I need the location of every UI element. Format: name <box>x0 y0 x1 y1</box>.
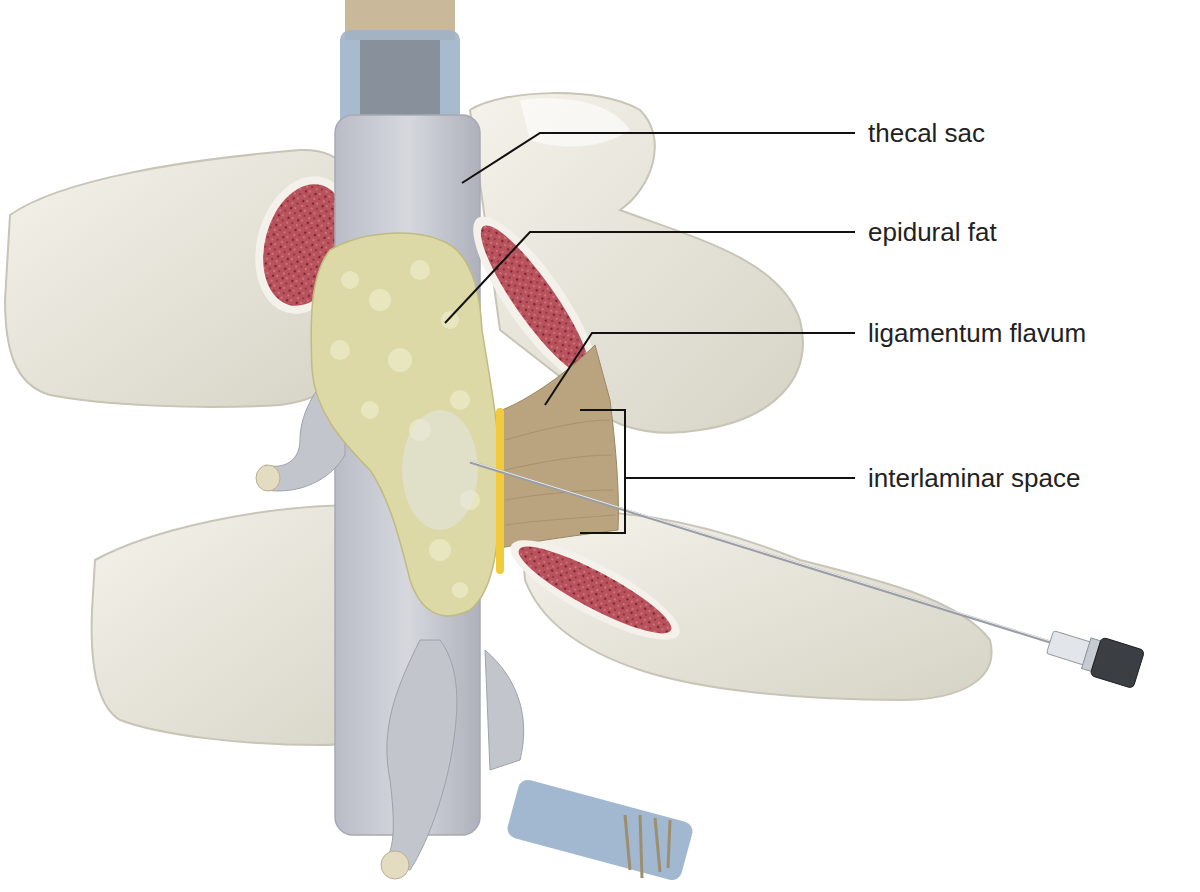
epidural-fat-part-part <box>341 271 359 289</box>
ligamentum-flavum-part <box>497 345 618 548</box>
epidural-fat-part-part <box>410 260 430 280</box>
nerve-roots-part <box>256 465 280 491</box>
leader-lines-part <box>625 477 855 479</box>
nerve-strands-part <box>668 820 670 868</box>
nerve-roots-part <box>381 851 409 879</box>
ligamentum-flavum-part <box>505 420 615 525</box>
leader-lines-part <box>445 232 855 323</box>
ligamentum-flavum-part-part <box>505 420 610 440</box>
epidural-fat-part-part <box>441 311 459 329</box>
leader-lines-part <box>580 410 625 533</box>
part-label: interlaminar space <box>868 463 1080 493</box>
needle <box>470 461 1145 689</box>
thecal-sac-part <box>505 778 694 883</box>
epidural-fat-part <box>311 233 500 616</box>
epidural-fat <box>311 233 500 616</box>
lower-lamina-cut <box>499 523 690 656</box>
ligamentum-flavum-part-part <box>505 455 612 470</box>
ligamentum-flavum-part-part <box>505 515 615 525</box>
part-label: thecal sac <box>868 118 985 148</box>
upper-vertebral-body-part <box>5 150 362 407</box>
sac-top <box>340 0 460 130</box>
ligamentum-flavum-part-part <box>505 490 614 500</box>
epidural-fat-part-part <box>429 539 451 561</box>
nerve-roots-part <box>485 650 524 770</box>
upper-posterior-arch-part <box>520 98 630 146</box>
nerve-strands <box>625 815 670 878</box>
epidural-fat-part-part <box>388 348 412 372</box>
epidural-fat-part-part <box>369 289 391 311</box>
nerve-roots-part <box>385 640 457 870</box>
nerve-strands-part <box>655 818 660 872</box>
epidural-fat-part <box>402 410 478 530</box>
leader-lines <box>445 133 855 533</box>
needle-part-part <box>1090 637 1145 689</box>
epidural-fat-part-part <box>361 401 379 419</box>
sac-top-part <box>360 40 440 120</box>
lower-lamina-cut-part <box>499 523 690 656</box>
leader-lines-part <box>462 133 855 183</box>
epidural-fat-part-part <box>450 390 470 410</box>
nerve-strands-part <box>625 815 630 870</box>
lower-lamina-cut-part <box>511 534 680 647</box>
ligamentum-flavum <box>497 345 618 570</box>
part-label: ligamentum flavum <box>868 318 1086 348</box>
part-label: epidural fat <box>868 217 997 247</box>
nerve-strands-part <box>640 815 642 878</box>
epidural-fat-part-part <box>330 340 350 360</box>
ligamentum-flavum-part <box>496 412 504 570</box>
needle-part <box>1044 623 1145 689</box>
leader-lines-part <box>545 333 855 405</box>
epidural-fat-part-part <box>452 582 468 598</box>
